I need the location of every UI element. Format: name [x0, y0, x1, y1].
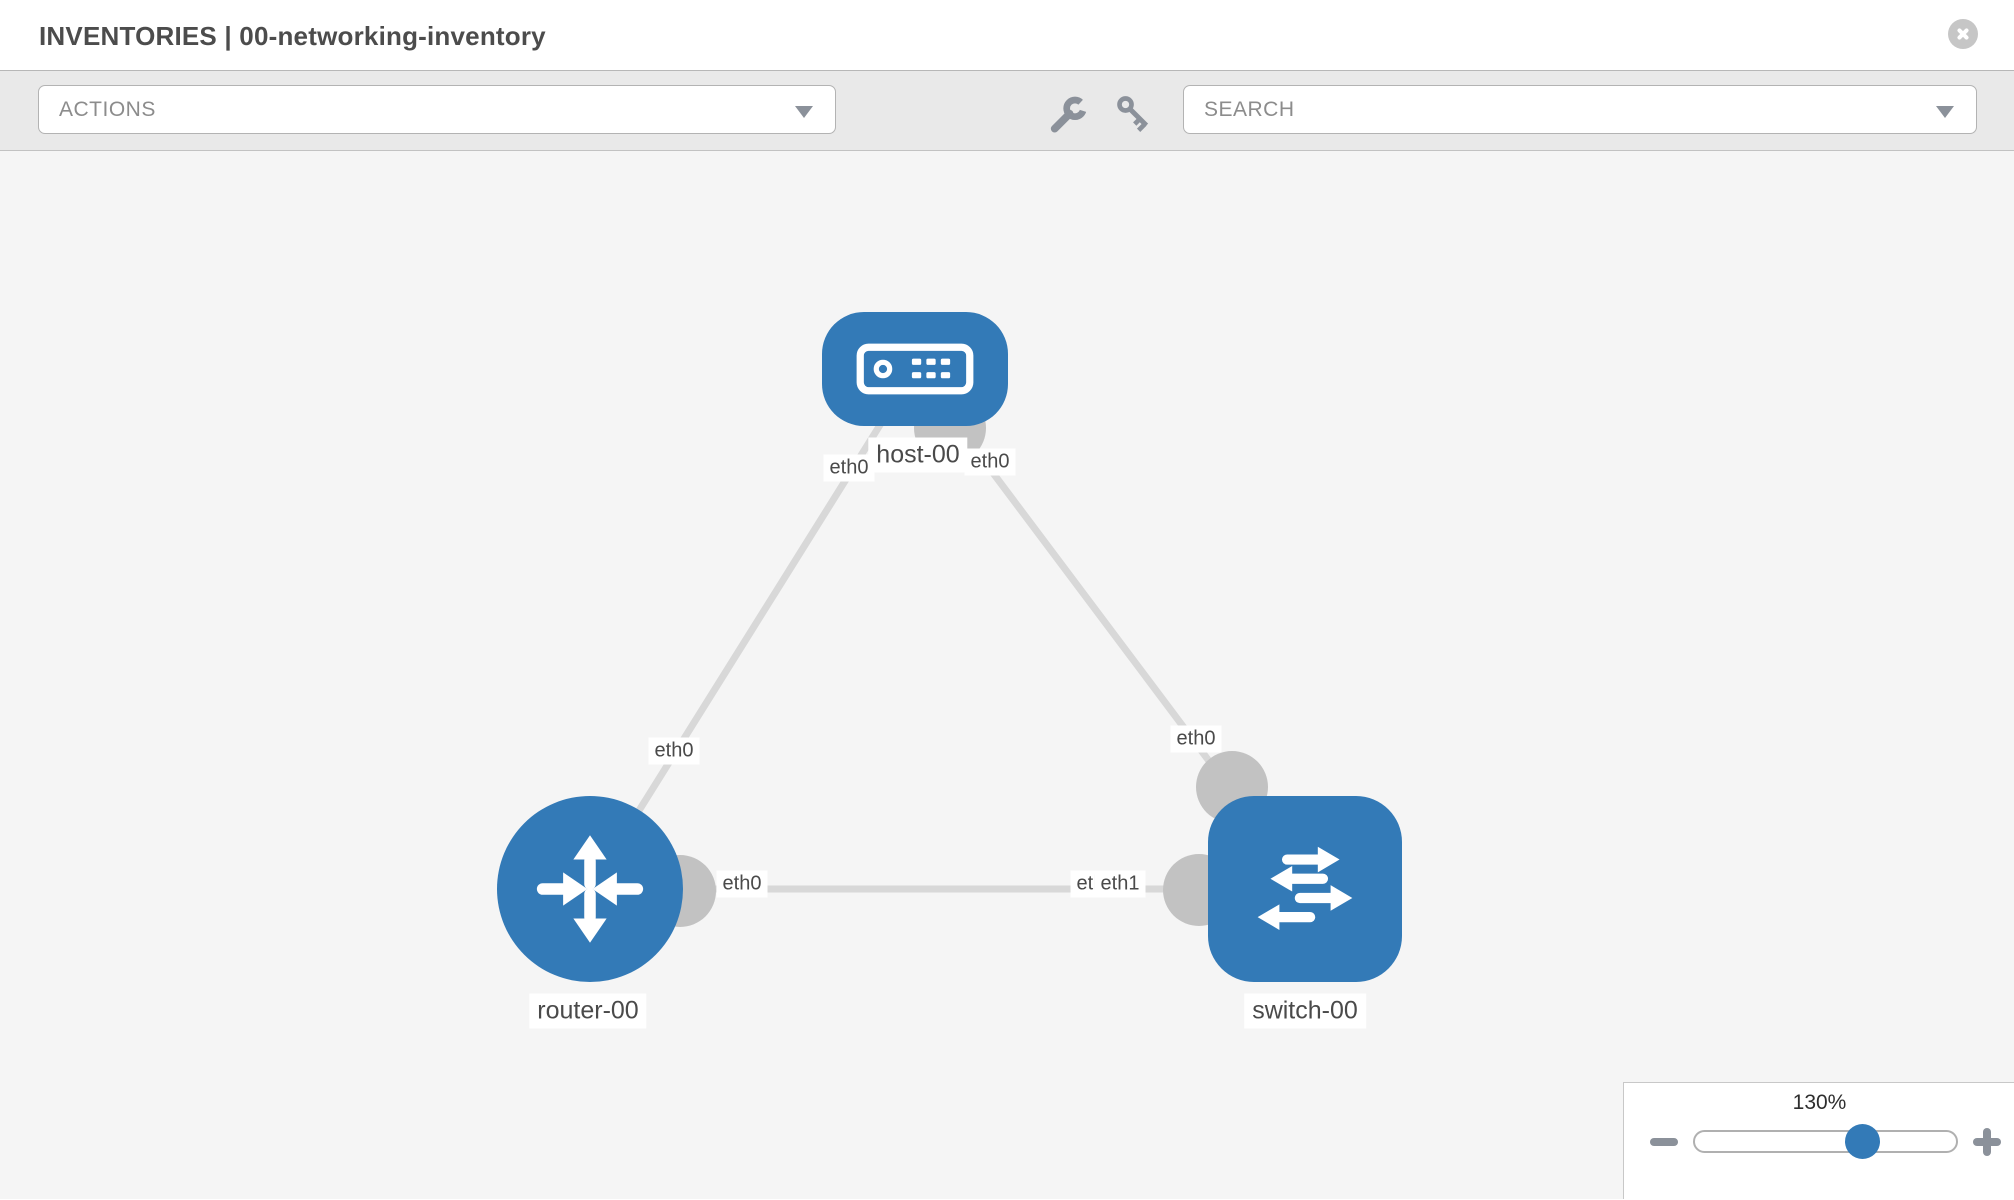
router-icon [536, 835, 644, 943]
topology-edges-layer [587, 366, 1308, 927]
search-dropdown[interactable]: SEARCH [1183, 85, 1977, 134]
wrench-icon [1050, 95, 1087, 133]
node-label-router-00: router-00 [529, 993, 647, 1029]
tools-button[interactable] [1045, 91, 1089, 135]
toolbar: ACTIONS SEARCH [0, 71, 2014, 151]
search-dropdown-label: SEARCH [1204, 97, 1295, 121]
node-label-host-00: host-00 [868, 437, 968, 473]
interface-label: eth0 [648, 737, 700, 765]
credentials-button[interactable] [1112, 91, 1156, 135]
node-router-00[interactable] [497, 796, 683, 982]
interface-label: eth0 [716, 870, 768, 898]
switch-icon [1257, 846, 1353, 930]
interface-label: eth0 [823, 454, 875, 482]
zoom-slider-handle[interactable] [1845, 1124, 1880, 1159]
zoom-slider-track[interactable] [1693, 1130, 1958, 1153]
interface-label: eth1 [1094, 870, 1146, 898]
header-bar: INVENTORIES | 00-networking-inventory [0, 0, 2014, 71]
node-host-00[interactable] [822, 312, 1008, 426]
actions-dropdown[interactable]: ACTIONS [38, 85, 836, 134]
node-switch-00[interactable] [1208, 796, 1402, 982]
interface-label: eth0 [964, 448, 1016, 476]
chevron-down-icon [1936, 106, 1954, 118]
close-icon[interactable] [1948, 19, 1978, 49]
interface-label: eth0 [1170, 725, 1222, 753]
key-icon [1117, 96, 1149, 132]
node-label-switch-00: switch-00 [1244, 993, 1366, 1029]
plus-bar [1983, 1128, 1991, 1156]
chevron-down-icon [795, 106, 813, 118]
zoom-out-icon[interactable] [1650, 1138, 1678, 1146]
host-icon [856, 343, 974, 395]
zoom-level-value: 130% [1792, 1091, 1847, 1114]
actions-dropdown-label: ACTIONS [59, 97, 156, 121]
page-title: INVENTORIES | 00-networking-inventory [39, 21, 546, 51]
topology-canvas[interactable]: eth0 eth0 eth0 eth0 eth0 eth0 eth1 host-… [0, 151, 2014, 1199]
zoom-in-icon[interactable] [1973, 1128, 2001, 1156]
zoom-panel: 130% [1623, 1082, 2014, 1199]
